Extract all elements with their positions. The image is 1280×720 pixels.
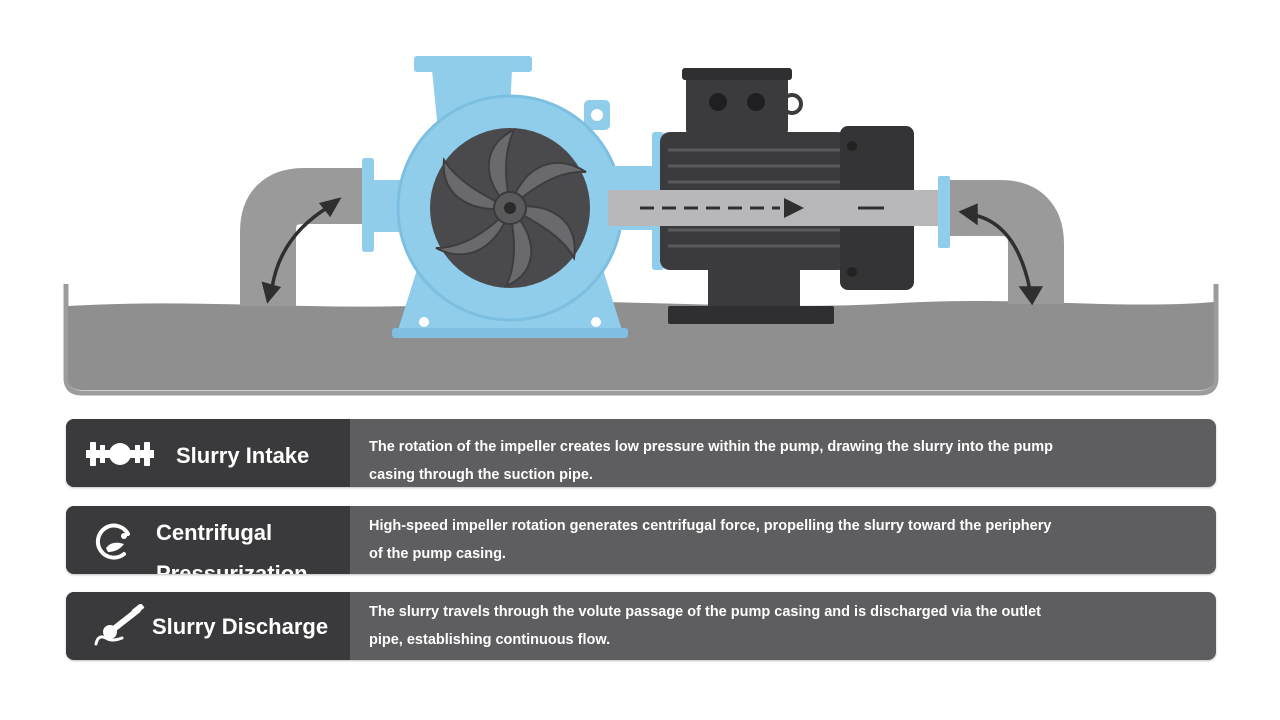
- intake-flow-arrow: [261, 197, 342, 304]
- centrifugal-icon: [95, 523, 130, 560]
- pump-illustration: [63, 56, 1219, 396]
- step-description: High-speed impeller rotation generates c…: [369, 518, 1052, 562]
- step-title: Centrifugal Pressurization: [156, 520, 308, 574]
- step-row-slurry-discharge: Slurry Discharge The slurry travels thro…: [66, 592, 1216, 660]
- step-row-centrifugal-pressurization: Centrifugal Pressurization High-speed im…: [66, 506, 1216, 574]
- shaft-flow-arrow: [608, 176, 950, 248]
- step-description: The rotation of the impeller creates low…: [369, 439, 1053, 483]
- slurry-surface: [68, 300, 1214, 390]
- step-header: Slurry Intake: [66, 419, 350, 487]
- step-row-slurry-intake: Slurry Intake The rotation of the impell…: [66, 419, 1216, 487]
- outlet-pipe: [944, 180, 1064, 304]
- impeller: [430, 127, 590, 288]
- step-title: Slurry Intake: [176, 443, 310, 468]
- slurry-tank: [63, 284, 1219, 396]
- suction-pipe: [240, 168, 370, 306]
- step-description: The slurry travels through the volute pa…: [369, 604, 1041, 648]
- step-title: Slurry Discharge: [152, 614, 329, 639]
- discharge-flow-arrow: [958, 203, 1044, 306]
- step-header: Slurry Discharge: [66, 592, 350, 660]
- discharge-icon: [94, 604, 145, 646]
- step-header: Centrifugal Pressurization: [66, 506, 350, 574]
- pipe-flange-icon: [86, 442, 154, 466]
